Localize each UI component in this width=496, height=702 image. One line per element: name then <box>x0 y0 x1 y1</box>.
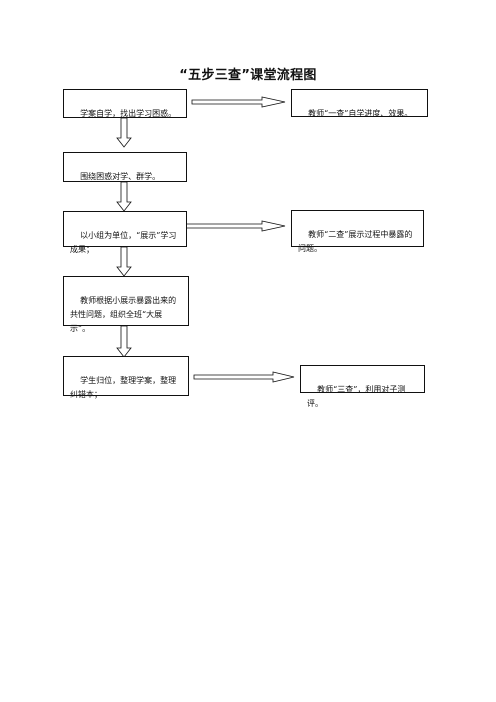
step-text: 学生归位，整理学案，整理纠错本； <box>70 376 177 399</box>
step-box-group-study: 围绕困惑对学、群学。 <box>63 152 187 182</box>
step-box-self-study: 学案自学，找出学习困惑。 <box>63 89 187 118</box>
step-text: 围绕困惑对学、群学。 <box>80 172 161 181</box>
step-box-class-show: 教师根据小展示暴露出来的共性问题，组织全班“大展示”。 <box>63 276 189 333</box>
down-arrow-3 <box>116 246 132 277</box>
check-box-second: 教师“二查”展示过程中暴露的问题。 <box>291 210 424 253</box>
down-arrow-1 <box>116 117 132 148</box>
down-arrow-4 <box>116 325 132 358</box>
check-text: 教师“二查”展示过程中暴露的问题。 <box>298 230 413 253</box>
check-text: 教师“三查”，利用对子测评。 <box>307 385 406 408</box>
check-box-third: 教师“三查”，利用对子测评。 <box>300 365 425 408</box>
step-box-group-show: 以小组为单位，“展示”学习成果； <box>63 211 187 254</box>
step-text: 以小组为单位，“展示”学习成果； <box>70 231 177 254</box>
check-text: 教师“一查”自学进度、效果。 <box>308 109 413 118</box>
page-title: “五步三查”课堂流程图 <box>179 68 317 83</box>
step-text: 教师根据小展示暴露出来的共性问题，组织全班“大展示”。 <box>70 296 177 333</box>
right-arrow-3 <box>193 371 295 383</box>
check-box-first: 教师“一查”自学进度、效果。 <box>291 89 428 118</box>
right-arrow-1 <box>191 96 286 108</box>
step-text: 学案自学，找出学习困惑。 <box>80 109 177 118</box>
step-box-review: 学生归位，整理学案，整理纠错本； <box>63 356 189 399</box>
down-arrow-2 <box>116 181 132 212</box>
right-arrow-2 <box>185 220 286 232</box>
